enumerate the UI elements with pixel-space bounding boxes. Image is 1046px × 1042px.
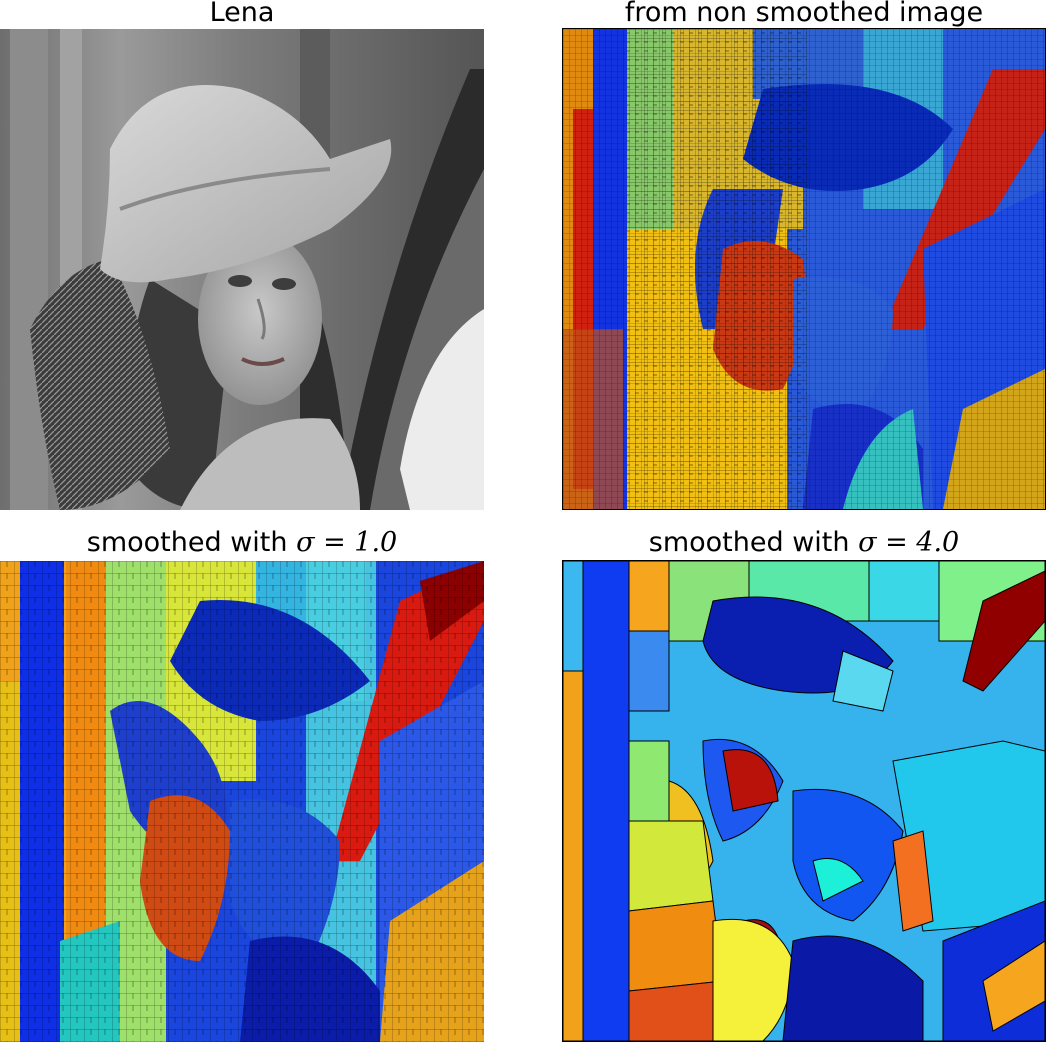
segmentation-non-smoothed	[562, 28, 1046, 510]
panel-title-sigma-4: smoothed with σ = 4.0	[562, 528, 1046, 558]
segmentation-sigma-4	[562, 560, 1046, 1042]
panel-title-sigma-1: smoothed with σ = 1.0	[0, 528, 484, 558]
title-prefix: smoothed with	[648, 527, 859, 558]
sigma-label: σ = 1.0	[296, 527, 398, 558]
title-prefix: smoothed with	[86, 527, 297, 558]
sigma-label: σ = 4.0	[858, 527, 960, 558]
panel-title-lena: Lena	[209, 0, 275, 28]
segmentation-sigma-1	[0, 561, 484, 1042]
lena-grayscale-image	[0, 29, 484, 510]
panel-title-non-smoothed: from non smoothed image	[624, 0, 984, 28]
